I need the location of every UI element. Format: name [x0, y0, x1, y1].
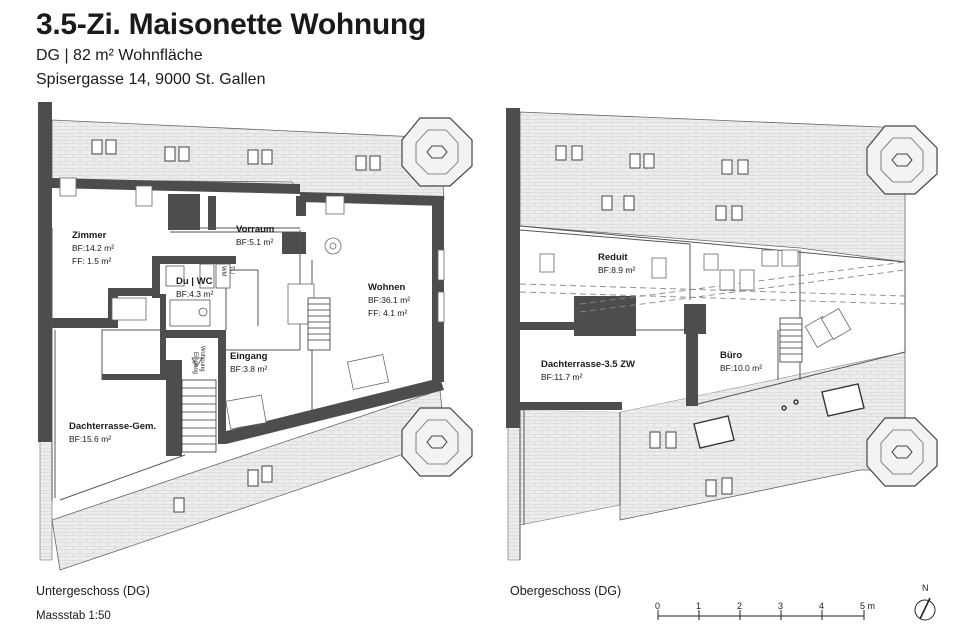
- lower-interior: [52, 180, 444, 500]
- room-bf-eingang: BF:3.8 m²: [230, 364, 267, 374]
- turret-bottom-right: [866, 417, 938, 487]
- roof-left-strip: [39, 439, 53, 561]
- room-eingang: Eingang BF:3.8 m²: [230, 351, 268, 374]
- room-dachterrasse-zw: Dachterrasse-3.5 ZW BF:11.7 m²: [541, 359, 635, 382]
- label-wm: WM: [220, 266, 226, 277]
- page-title: 3.5-Zi. Maisonette Wohnung: [36, 8, 426, 41]
- room-bf-dachterrasse-gem: BF:15.6 m²: [69, 434, 111, 444]
- roof-windows-top: [91, 139, 381, 171]
- label-eingang-wohnung-2: Wohnung: [199, 346, 205, 372]
- label-tu: TU: [228, 266, 234, 274]
- lower-floor-label: Untergeschoss (DG): [36, 584, 150, 598]
- stairs-upper: [779, 317, 803, 363]
- room-bf-dachterrasse-zw: BF:11.7 m²: [541, 372, 583, 382]
- scale-tick-5: 5 m: [860, 601, 875, 611]
- room-name-duwc: Du | WC: [176, 276, 213, 287]
- label-eingang-wohnung-1: Eingang: [192, 352, 198, 374]
- room-name-dachterrasse-gem: Dachterrasse-Gem.: [69, 421, 156, 432]
- roof-windows-bottom: [173, 465, 273, 513]
- upper-interior: [520, 226, 905, 412]
- lower-walls: [38, 102, 444, 456]
- room-name-dachterrasse-zw: Dachterrasse-3.5 ZW: [541, 359, 635, 370]
- turret-top-left: [401, 117, 473, 187]
- scale-text: Massstab 1:50: [36, 610, 111, 622]
- room-reduit: Reduit BF:8.9 m²: [598, 252, 635, 275]
- room-name-vorraum: Vorraum: [236, 224, 274, 235]
- room-name-zimmer: Zimmer: [72, 230, 107, 241]
- turret-bottom-left: [401, 407, 473, 477]
- upper-floor-plan: Reduit BF:8.9 m² Dachterrasse-3.5 ZW BF:…: [506, 108, 938, 561]
- north-arrow-icon: N: [914, 583, 936, 621]
- room-name-wohnen: Wohnen: [368, 282, 405, 293]
- room-ff-zimmer: FF: 1.5 m²: [72, 256, 111, 266]
- furniture-lower: [59, 177, 445, 430]
- room-bf-zimmer: BF:14.2 m²: [72, 243, 114, 253]
- scale-tick-3: 3: [778, 601, 783, 611]
- turret-top-right: [866, 125, 938, 195]
- room-dachterrasse-gem: Dachterrasse-Gem. BF:15.6 m²: [69, 421, 156, 444]
- scale-tick-2: 2: [737, 601, 742, 611]
- stairs-lower: [181, 297, 331, 453]
- room-vorraum: Vorraum BF:5.1 m²: [236, 224, 274, 247]
- scale-tick-1: 1: [696, 601, 701, 611]
- room-bf-duwc: BF:4.3 m²: [176, 289, 213, 299]
- scale-bar: 0 1 2 3 4 5 m: [655, 601, 875, 620]
- upper-partitions: [519, 225, 906, 560]
- room-bf-reduit: BF:8.9 m²: [598, 265, 635, 275]
- roof-windows-upper: [555, 145, 749, 497]
- room-bf-wohnen: BF:36.1 m²: [368, 295, 410, 305]
- room-name-reduit: Reduit: [598, 252, 628, 263]
- furniture-upper: [539, 249, 852, 348]
- room-zimmer: Zimmer BF:14.2 m² FF: 1.5 m²: [72, 230, 114, 266]
- room-duwc: Du | WC BF:4.3 m²: [176, 276, 213, 299]
- scale-tick-0: 0: [655, 601, 660, 611]
- page-subtitle: DG | 82 m² Wohnfläche: [36, 47, 203, 64]
- room-ff-wohnen: FF: 4.1 m²: [368, 308, 407, 318]
- bathroom-fixtures: [165, 263, 231, 327]
- roof-left-strip-right: [507, 419, 521, 561]
- room-bf-vorraum: BF:5.1 m²: [236, 237, 273, 247]
- room-bf-buero: BF:10.0 m²: [720, 363, 762, 373]
- lower-floor-plan: Zimmer BF:14.2 m² FF: 1.5 m² Vorraum BF:…: [38, 102, 473, 571]
- upper-walls: [506, 108, 706, 428]
- north-label: N: [922, 583, 929, 593]
- upper-floor-label: Obergeschoss (DG): [510, 584, 622, 598]
- room-name-eingang: Eingang: [230, 351, 268, 362]
- room-buero: Büro BF:10.0 m²: [720, 350, 762, 373]
- address: Spisergasse 14, 9000 St. Gallen: [36, 71, 266, 88]
- room-name-buero: Büro: [720, 350, 742, 361]
- room-wohnen: Wohnen BF:36.1 m² FF: 4.1 m²: [368, 282, 410, 318]
- roof-lower-left: [519, 409, 621, 526]
- skylights: [693, 383, 865, 449]
- scale-tick-4: 4: [819, 601, 824, 611]
